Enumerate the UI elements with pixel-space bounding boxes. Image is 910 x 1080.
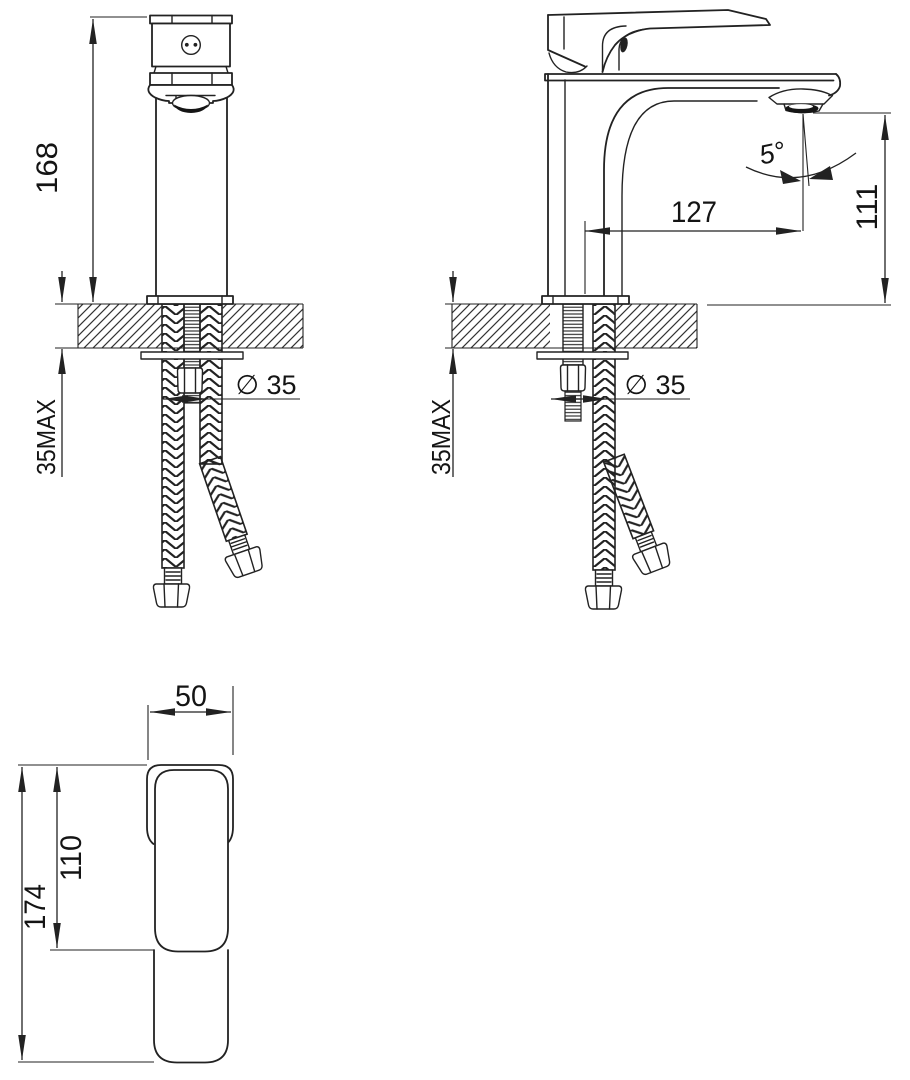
front-view: 168 35MAX ∅ 35 — [31, 14, 304, 608]
mounting-nut — [176, 367, 204, 394]
angle-arrow-left — [780, 170, 801, 184]
braided-hose — [199, 303, 223, 465]
angle-arc — [745, 152, 857, 179]
handle-cap-ticks — [171, 14, 213, 25]
handle-neck — [153, 65, 229, 74]
top-view-shapes — [146, 764, 234, 1064]
counter-hatch — [222, 304, 303, 348]
lever-handle-front — [547, 14, 586, 68]
base-flange-ticks — [157, 295, 223, 305]
hose-nut-facets — [595, 585, 612, 610]
base-flange — [146, 295, 234, 305]
stud-end — [564, 390, 582, 422]
hose-nut — [631, 542, 671, 576]
hose-nut-facets — [233, 548, 256, 577]
spout-under-curve-outer — [603, 87, 780, 297]
dim-label-outlet-angle: 5° — [756, 136, 788, 171]
collar-ribs — [637, 534, 655, 548]
indicator-dot — [184, 42, 189, 47]
aerator-outlet — [174, 104, 208, 113]
dim-label-spout-reach: 127 — [671, 196, 717, 229]
counter-hatch — [452, 304, 550, 348]
dim-label-hole-diameter: ∅ 35 — [235, 370, 296, 400]
lever-handle-outline — [547, 9, 771, 73]
collar-ribs — [595, 573, 613, 583]
front-dimensions: 168 35MAX ∅ 35 — [31, 16, 300, 477]
side-dimensions: 127 111 5° ∅ 35 35MAX — [426, 112, 891, 477]
handle-cap-plan-outline — [146, 764, 234, 845]
dim-label-handle-length: 110 — [55, 835, 88, 881]
handle-pivot-dome — [548, 52, 588, 74]
braided-hose — [161, 303, 185, 569]
handle-crevice — [620, 37, 628, 53]
dim-label-deck-thickness: 35MAX — [31, 399, 61, 475]
dim-label-total-length: 174 — [19, 884, 52, 930]
hose-nut-facets — [163, 583, 180, 608]
dim-label-outlet-height: 111 — [851, 184, 884, 231]
collar-ticks — [171, 72, 213, 86]
spout-shroud — [147, 84, 235, 104]
front-hose-angled — [198, 455, 263, 579]
dim-label-hole-diameter: ∅ 35 — [624, 370, 685, 400]
stud-end — [183, 392, 201, 404]
hot-cold-indicator — [180, 35, 201, 56]
angle-arrow-right — [809, 166, 833, 180]
side-faucet-body — [541, 9, 842, 305]
handle-plan-outline — [154, 769, 229, 953]
mounting-nut — [559, 364, 587, 392]
top-dimensions: 50 110 174 — [18, 680, 234, 1063]
handle-neck-curves — [601, 25, 644, 73]
mounting-washer — [140, 351, 244, 360]
mounting-nut-facets — [183, 367, 197, 394]
collar-ribs — [230, 538, 248, 551]
hose-nut — [152, 583, 191, 608]
aerator-outlet-rim — [789, 104, 813, 109]
dim-label-height: 168 — [31, 142, 64, 194]
spout-under-curve-inner — [621, 100, 758, 297]
indicator-dot — [193, 42, 198, 47]
dim-label-deck-thickness: 35MAX — [426, 399, 456, 475]
counter-hatch — [613, 304, 697, 348]
body-column — [155, 84, 228, 297]
side-under-counter — [536, 303, 671, 610]
base-flange-ticks — [552, 295, 619, 305]
spout-top-plate — [544, 73, 837, 82]
body-collar — [149, 72, 233, 86]
side-hose-angled — [602, 453, 671, 576]
dim-label-handle-width: 50 — [175, 680, 207, 713]
handle-cap — [149, 14, 233, 25]
top-view: 50 110 174 — [18, 680, 234, 1064]
mounting-washer — [536, 351, 629, 360]
braided-hose — [592, 303, 616, 571]
collar-ribs — [164, 571, 182, 581]
spout-tip-curl — [828, 73, 842, 97]
hose-nut — [584, 585, 623, 610]
stream-angle-line — [802, 113, 810, 187]
base-flange — [541, 295, 630, 305]
mounting-nut-facets — [566, 364, 580, 392]
counter-hatch — [78, 304, 162, 348]
side-view: 127 111 5° ∅ 35 35MAX — [426, 9, 891, 610]
hose-nut-facets — [640, 545, 664, 574]
body-plan-outline — [153, 949, 229, 1064]
front-faucet-body — [146, 14, 235, 305]
